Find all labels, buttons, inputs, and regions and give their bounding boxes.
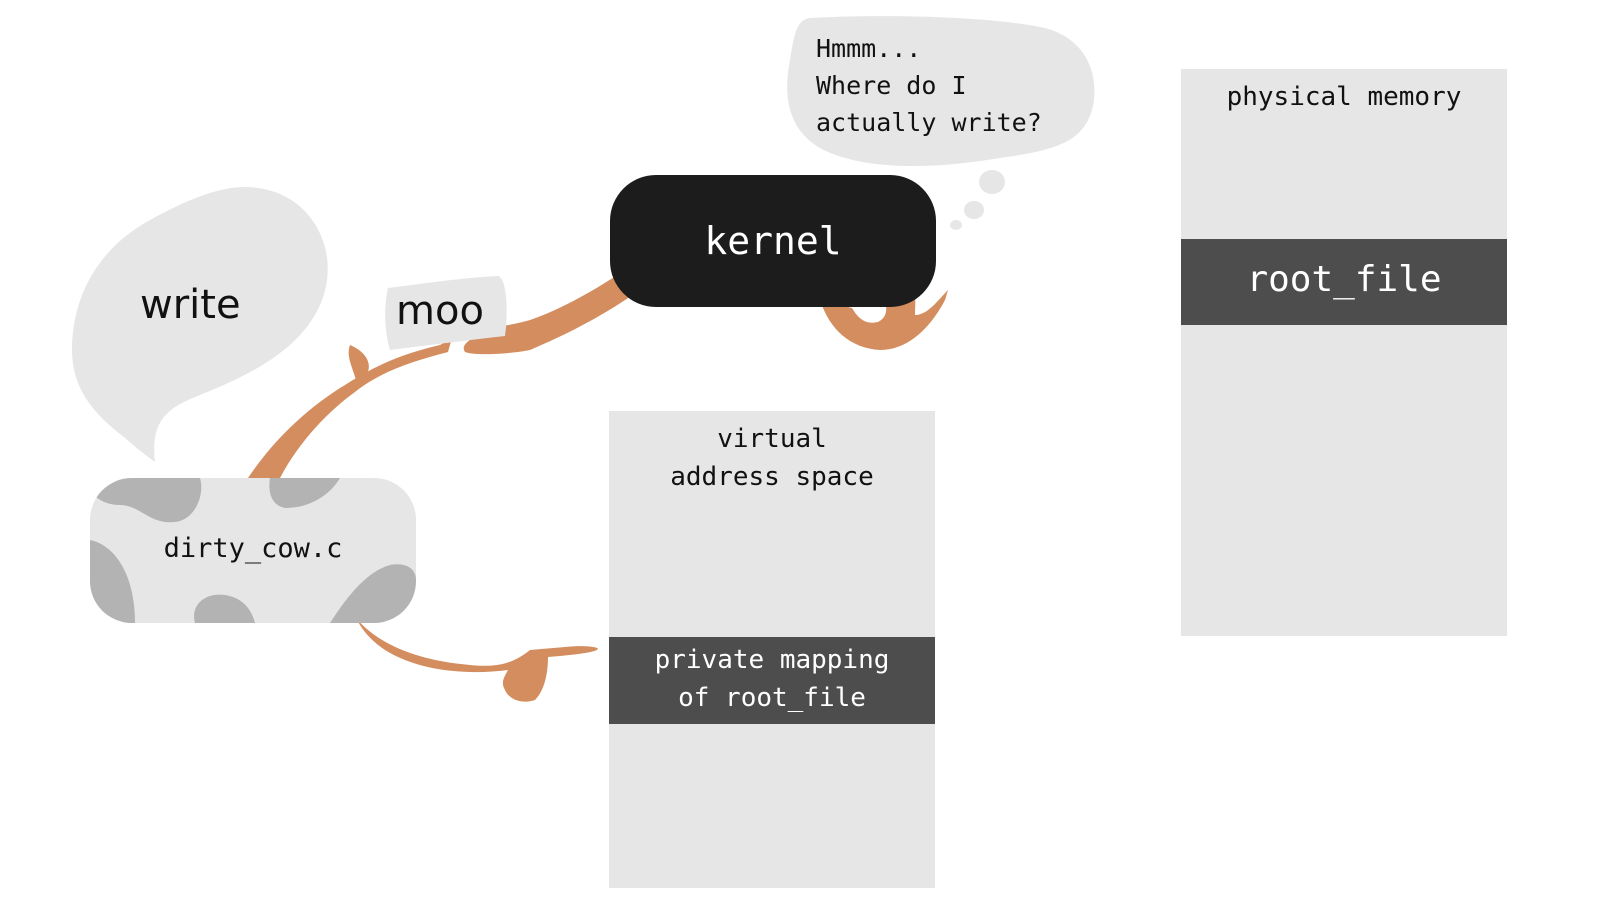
- thought-bubble: [787, 16, 1095, 167]
- physical-memory-title: physical memory: [1226, 82, 1462, 112]
- root-file-block: [1181, 239, 1507, 325]
- write-speech-text: write: [140, 282, 241, 328]
- cow-spot-5: [330, 564, 416, 623]
- thought-dot-large: [979, 170, 1005, 194]
- cow-spot-3: [90, 540, 135, 623]
- kernel-box: [610, 175, 936, 307]
- arm-to-kernel: [248, 338, 452, 478]
- root-file-label: root_file: [1246, 259, 1442, 300]
- cow-spot-2: [269, 478, 340, 508]
- dirty-cow-label: dirty_cow.c: [163, 533, 343, 564]
- private-mapping-label: private mapping of root_file: [654, 645, 890, 713]
- moo-note-text: moo: [396, 288, 484, 334]
- arm-to-mapping: [350, 610, 598, 702]
- kernel-label: kernel: [704, 219, 842, 263]
- physical-memory-column: [1181, 69, 1507, 636]
- thought-dot-small: [950, 220, 962, 230]
- kernel-hand-right: [820, 274, 948, 350]
- moo-note: [385, 276, 507, 350]
- thought-dot-medium: [964, 201, 984, 219]
- virtual-address-space-title: virtual address space: [670, 424, 874, 492]
- kernel-thought-text: Hmmm... Where do I actually write?: [816, 34, 1042, 137]
- kernel-arm-left: [463, 270, 640, 355]
- private-mapping-block: [609, 637, 935, 724]
- cow-spot-4: [194, 594, 255, 623]
- speech-bubble: [72, 187, 328, 462]
- hand-near-moo: [348, 345, 369, 380]
- cow-spot-1: [90, 478, 202, 523]
